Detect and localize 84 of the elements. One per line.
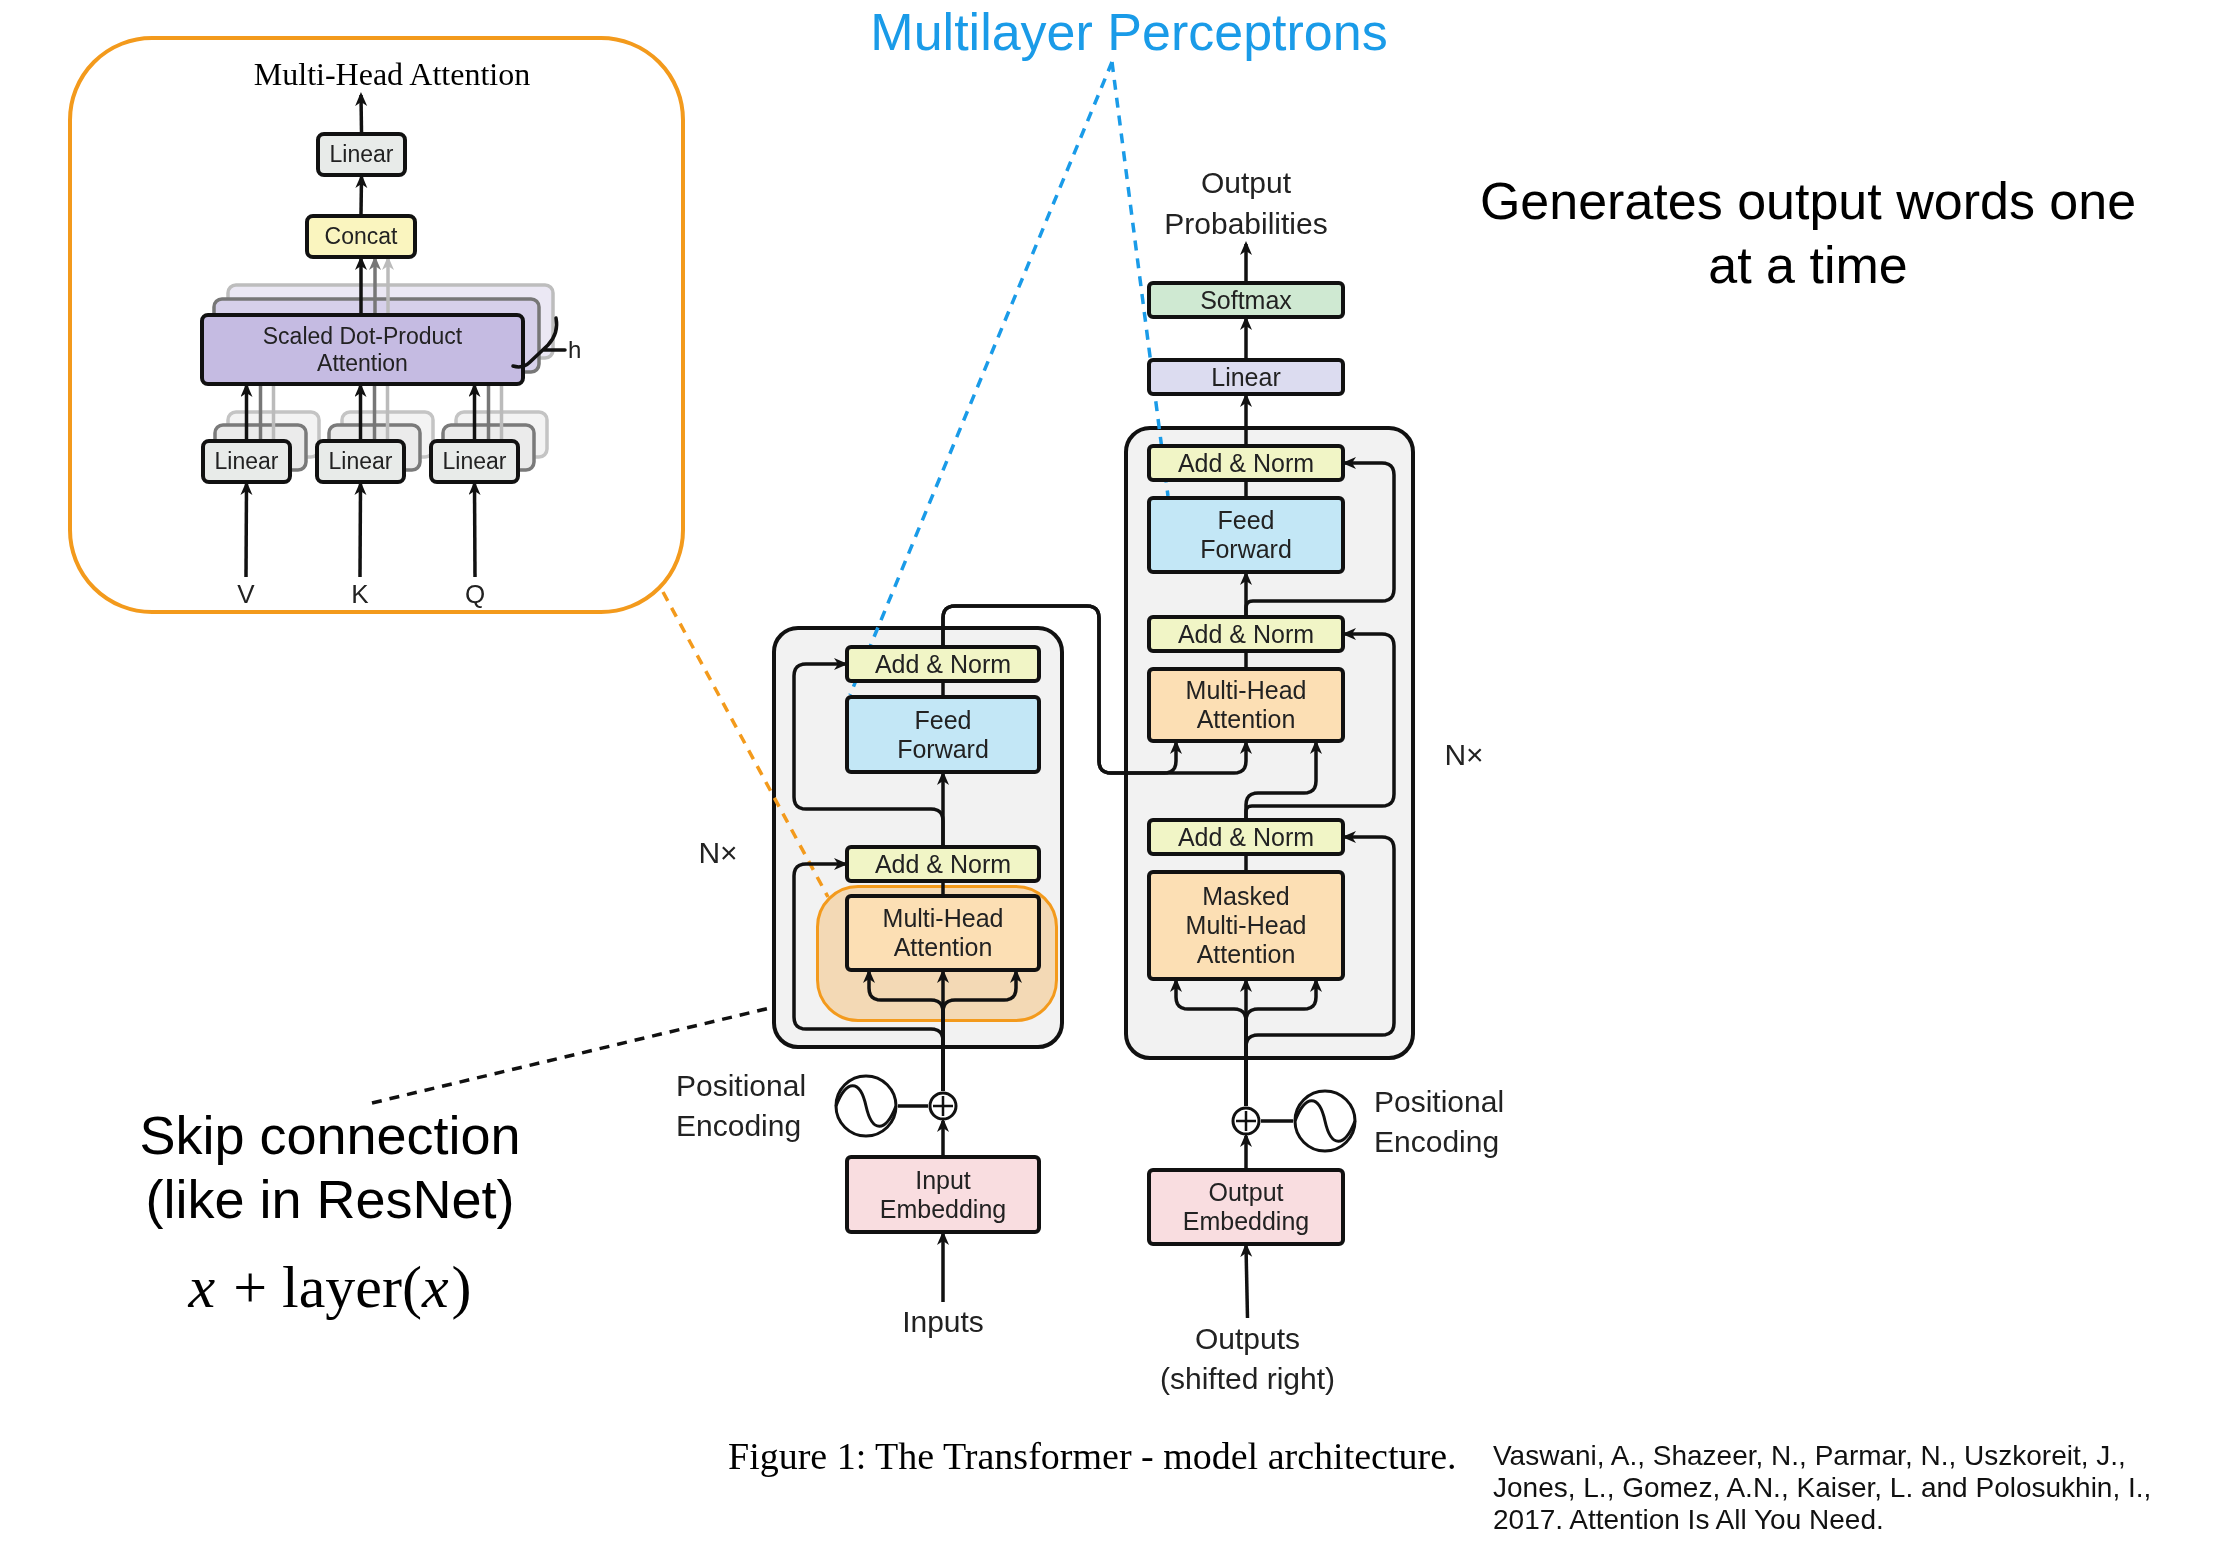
head-count-label: h	[568, 335, 583, 365]
arrow	[1244, 628, 1396, 818]
add-norm-box: Add & Norm	[1147, 615, 1345, 653]
arrow	[1240, 1243, 1253, 1319]
sine-wave-icon	[1293, 1089, 1357, 1153]
arrow	[355, 92, 368, 133]
leader-line	[1110, 61, 1170, 497]
output-label: Output Probabilities	[1152, 162, 1340, 244]
arrow	[941, 604, 1252, 775]
add-norm-box: Add & Norm	[845, 645, 1041, 683]
arrow	[1240, 241, 1252, 281]
inset-title: Multi-Head Attention	[252, 57, 532, 91]
layer-stack-block	[772, 626, 1064, 1049]
input-label: Inputs	[895, 1302, 991, 1342]
softmax-box: Softmax	[1147, 281, 1345, 319]
positional-encoding-label: Positional Encoding	[1374, 1084, 1506, 1160]
embedding-box: Output Embedding	[1147, 1168, 1345, 1246]
feed-forward-box: Feed Forward	[1147, 496, 1345, 574]
arrow	[1240, 393, 1252, 444]
input-label: Q	[457, 577, 493, 611]
figure-caption: Figure 1: The Transformer - model architecture.	[728, 1434, 1458, 1478]
arrow	[937, 1118, 949, 1155]
callout-label: Skip connection (like in ResNet)	[130, 1103, 530, 1231]
add-norm-box: Add & Norm	[1147, 818, 1345, 856]
arrow	[355, 256, 367, 313]
connector-line	[372, 386, 377, 439]
arrow	[354, 383, 367, 439]
arrow	[1240, 316, 1252, 358]
connector-line	[941, 683, 945, 695]
add-norm-box: Add & Norm	[845, 845, 1041, 883]
connector-line	[258, 386, 263, 439]
connector-line	[898, 1104, 928, 1108]
linear-layer-box: Linear	[201, 439, 292, 484]
arrow	[1240, 1133, 1252, 1168]
connector-line	[385, 386, 390, 439]
plus-circle-icon	[928, 1091, 958, 1121]
attention-box: Multi-Head Attention	[845, 894, 1041, 972]
positional-encoding-label: Positional Encoding	[676, 1068, 808, 1144]
arrow	[369, 256, 381, 313]
citation-text: Vaswani, A., Shazeer, N., Parmar, N., Uszkoreit, J., Jones, L., Gomez, A.N., Kaiser, L. and Polosukhin, I., 2017. Attention Is All You Need.	[1493, 1440, 2153, 1536]
arrow	[1244, 457, 1396, 615]
output-label: Outputs (shifted right)	[1155, 1318, 1340, 1400]
connector-line	[1244, 856, 1248, 870]
input-label: V	[228, 577, 264, 611]
connector-line	[271, 386, 276, 439]
formula-text: x + layer(x)	[186, 1253, 473, 1322]
input-label: K	[342, 577, 378, 611]
linear-layer-box: Linear	[315, 439, 406, 484]
attention-box: Scaled Dot-Product Attention	[200, 313, 525, 386]
connector-line	[486, 386, 491, 439]
arrow	[468, 481, 481, 577]
arrow	[354, 481, 367, 577]
connector-line	[499, 386, 504, 439]
inset-panel	[68, 36, 685, 614]
sine-wave-icon	[834, 1074, 898, 1138]
connector-line	[941, 883, 945, 894]
annotation-text: Generates output words one at a time	[1478, 171, 2138, 296]
arrow	[240, 481, 253, 577]
linear-layer-box: Linear	[1147, 358, 1345, 396]
add-norm-box: Add & Norm	[1147, 444, 1345, 482]
leader-line	[661, 591, 830, 898]
callout-label: Multilayer Perceptrons	[850, 2, 1408, 62]
concat-box: Concat	[305, 214, 417, 259]
connector-line	[1261, 1119, 1293, 1123]
arrow	[792, 658, 945, 845]
repeat-count-label: N×	[1443, 737, 1485, 773]
connector-line	[1244, 482, 1248, 496]
arrow	[382, 256, 394, 313]
arrow	[468, 383, 481, 439]
feed-forward-box: Feed Forward	[845, 695, 1041, 774]
arrow	[355, 174, 368, 215]
linear-layer-box: Linear	[316, 132, 407, 177]
attention-box: Multi-Head Attention	[1147, 667, 1345, 743]
connector-line	[1244, 653, 1248, 667]
embedding-box: Input Embedding	[845, 1155, 1041, 1234]
highlight-outline	[816, 885, 1058, 1022]
plus-circle-icon	[1231, 1106, 1261, 1136]
attention-box: Masked Multi-Head Attention	[1147, 870, 1345, 981]
repeat-count-label: N×	[697, 835, 739, 871]
arrow	[240, 383, 253, 439]
linear-layer-box: Linear	[429, 439, 520, 484]
leader-line	[848, 61, 1114, 696]
layer-stack-block	[1124, 426, 1415, 1060]
arrow	[937, 1231, 949, 1302]
